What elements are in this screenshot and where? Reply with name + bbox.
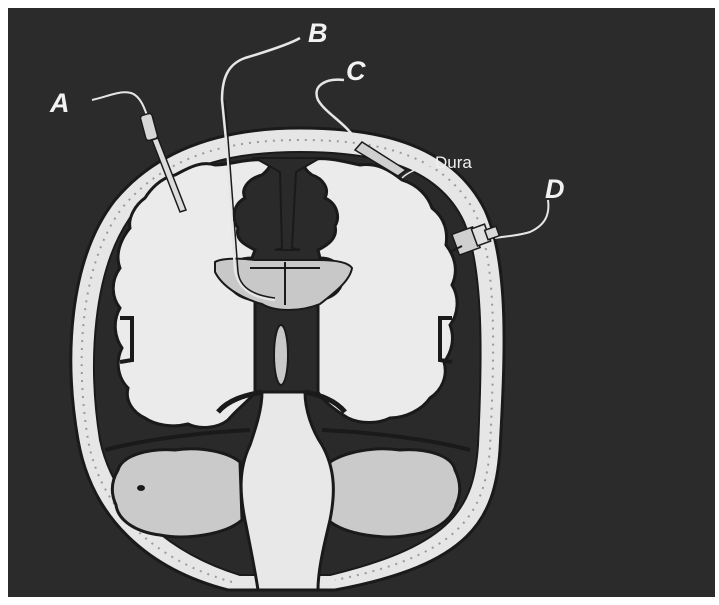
left-cerebellum	[112, 449, 242, 537]
label-dura: Dura	[435, 153, 472, 172]
label-b: B	[308, 18, 328, 48]
cerebellum-dot	[137, 485, 145, 491]
diagram-frame: A B C D Dura	[8, 8, 715, 597]
brain-cross-section-diagram: A B C D Dura	[8, 8, 715, 597]
label-a: A	[49, 88, 70, 118]
label-d: D	[545, 174, 565, 204]
third-ventricle	[274, 325, 288, 385]
label-c: C	[346, 56, 366, 86]
right-cerebellum	[328, 449, 460, 537]
